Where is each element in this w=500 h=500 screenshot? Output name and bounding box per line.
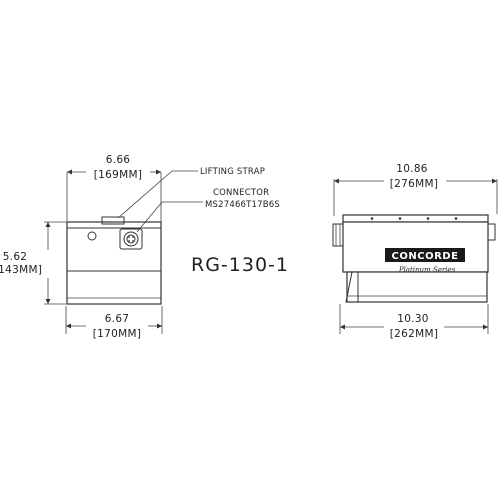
model-number: RG-130-1 [191, 254, 289, 276]
lifting-strap-label: LIFTING STRAP [200, 167, 265, 177]
side-connector [332, 223, 344, 247]
side-top-length-mm: [276MM] [390, 178, 438, 190]
side-bottom-length-value: 10.30 [397, 313, 429, 325]
connector-part-number: MS27466T17B6S [205, 200, 280, 210]
side-top-length-value: 10.86 [396, 163, 428, 175]
side-view: 10.86 [276MM] [332, 163, 498, 340]
front-height-value: 5.62 [3, 251, 28, 263]
model-title: RG-130-1 [191, 254, 289, 276]
logo-subtext: Platinum Series [398, 266, 456, 274]
front-top-width-value: 6.66 [106, 154, 131, 166]
side-top-length-dimension: 10.86 [276MM] [333, 163, 498, 216]
connector-label: CONNECTOR [213, 188, 269, 198]
connector [119, 228, 143, 250]
front-height-dimension: 5.62 [143MM] [0, 221, 66, 305]
front-box [66, 216, 162, 305]
front-bottom-width-dimension: 6.67 [170MM] [65, 306, 163, 340]
front-top-width-dimension: 6.66 [169MM] [66, 154, 162, 222]
vent-hole [87, 231, 97, 241]
concorde-logo: CONCORDE Platinum Series [385, 248, 465, 274]
side-box: CONCORDE Platinum Series [332, 214, 496, 303]
front-height-mm: [143MM] [0, 264, 42, 276]
front-view: 6.66 [169MM] 5.62 [143MM] [0, 154, 163, 340]
front-top-width-mm: [169MM] [94, 169, 142, 181]
front-bottom-width-value: 6.67 [105, 313, 130, 325]
front-bottom-width-mm: [170MM] [93, 328, 141, 340]
side-bottom-length-mm: [262MM] [390, 328, 438, 340]
side-bottom-length-dimension: 10.30 [262MM] [339, 304, 489, 340]
callouts: LIFTING STRAP CONNECTOR MS27466T17B6S [117, 167, 280, 233]
logo-text: CONCORDE [392, 251, 459, 262]
lifting-strap [101, 216, 125, 225]
